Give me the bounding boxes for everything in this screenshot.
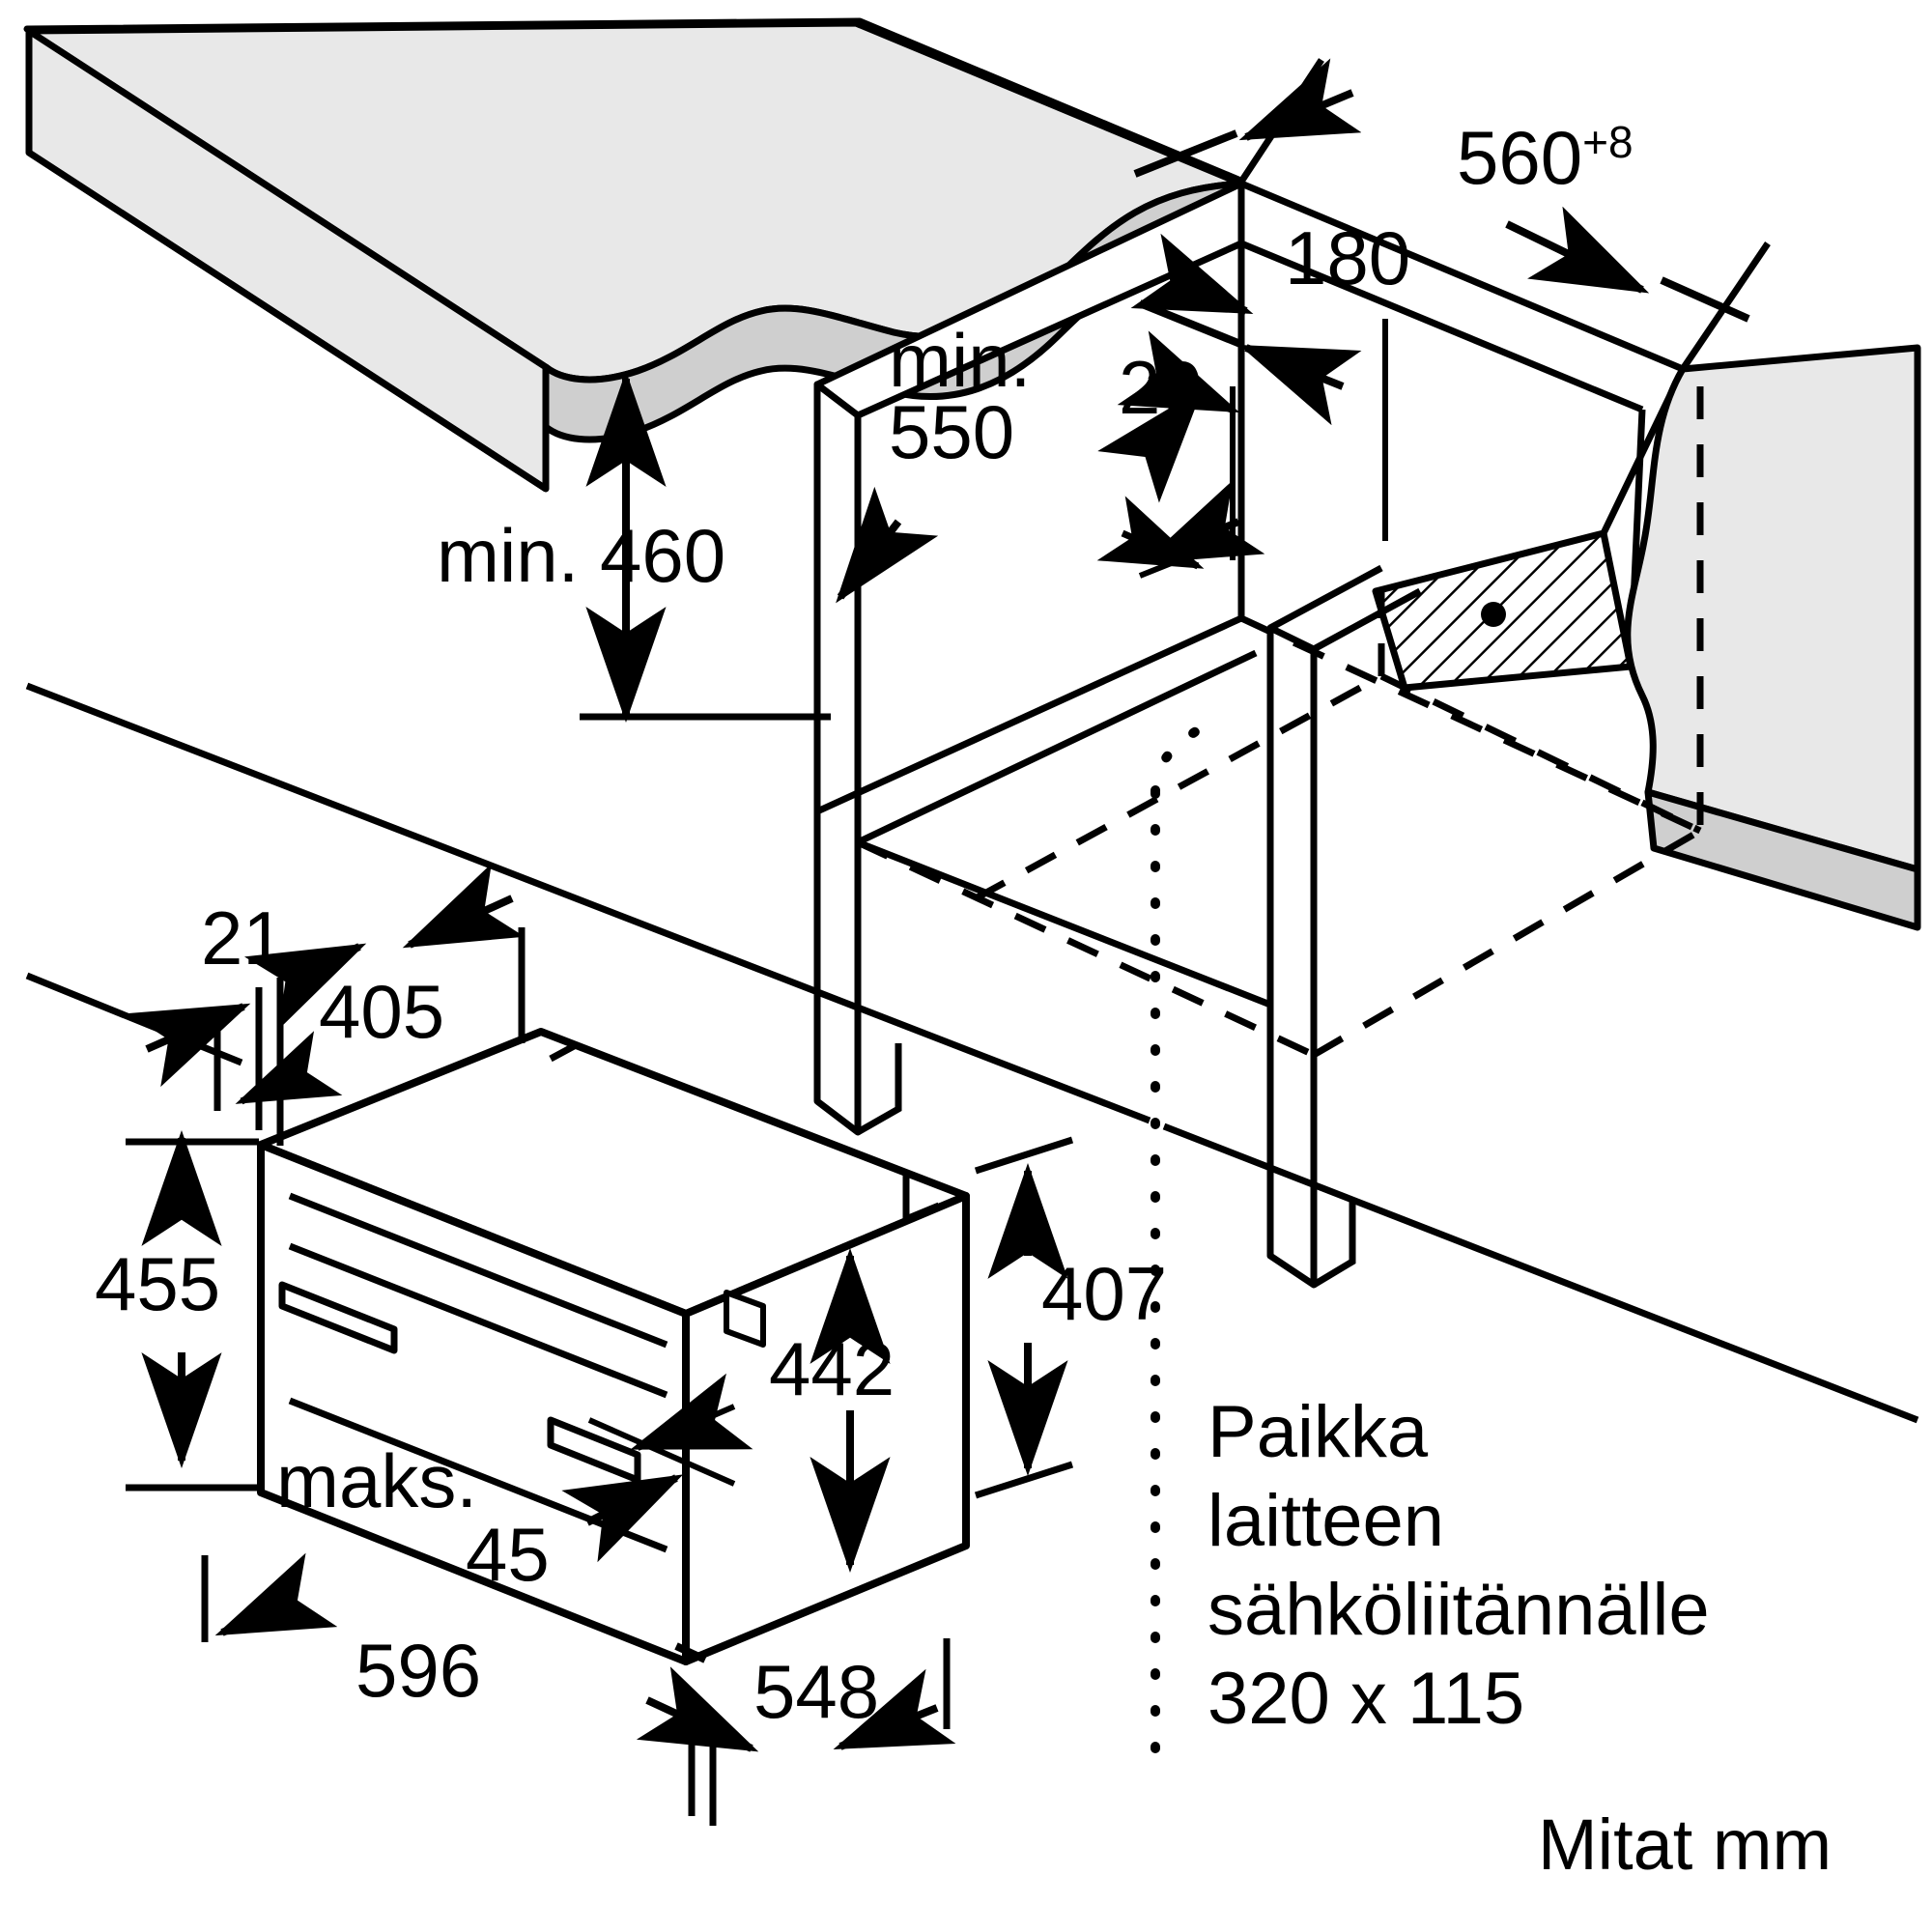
electrical-note-line2: laitteen <box>1208 1480 1445 1562</box>
electrical-note-line4: 320 x 115 <box>1208 1658 1525 1740</box>
dimension-label-548: 548 <box>753 1649 880 1734</box>
dimension-21-405 <box>128 863 526 1146</box>
worktop-slab <box>23 17 1245 493</box>
dimension-label-405: 405 <box>319 969 445 1054</box>
dimension-label-maks-word: maks. <box>276 1438 478 1523</box>
dimension-min-550 <box>836 387 1204 604</box>
dimension-label-596: 596 <box>355 1628 482 1713</box>
dimension-label-min-550-value: 550 <box>889 389 1015 474</box>
dimension-label-45: 45 <box>466 1512 550 1597</box>
dimension-label-455: 455 <box>95 1241 221 1326</box>
units-note: Mitat mm <box>1538 1804 1833 1885</box>
dimension-label-min-460: min. 460 <box>437 513 726 598</box>
dimension-560-tolerance: +8 <box>1582 117 1634 167</box>
electrical-note-line3: sähköliitännälle <box>1208 1569 1710 1651</box>
dimension-label-21: 21 <box>201 895 285 980</box>
dimension-455 <box>126 1130 259 1492</box>
dimension-407 <box>974 1136 1074 1499</box>
hidden-edges <box>856 243 1704 1059</box>
dimension-label-180: 180 <box>1285 215 1411 300</box>
dimension-label-20: 20 <box>1119 345 1203 430</box>
dimension-label-407: 407 <box>1041 1251 1168 1336</box>
electrical-note-line1: Paikka <box>1208 1391 1429 1473</box>
right-wall-panel <box>1624 344 1921 931</box>
dimension-min-460 <box>580 371 831 723</box>
dimension-560 <box>1133 58 1771 371</box>
dimension-label-560: 560+8 <box>1457 115 1634 200</box>
dimension-label-min-550-word: min. <box>889 318 1032 403</box>
dimension-596-548 <box>201 1552 956 1826</box>
dimension-label-442: 442 <box>769 1326 895 1411</box>
dimension-maks-45 <box>561 1373 753 1563</box>
appliance-body <box>257 1028 970 1665</box>
